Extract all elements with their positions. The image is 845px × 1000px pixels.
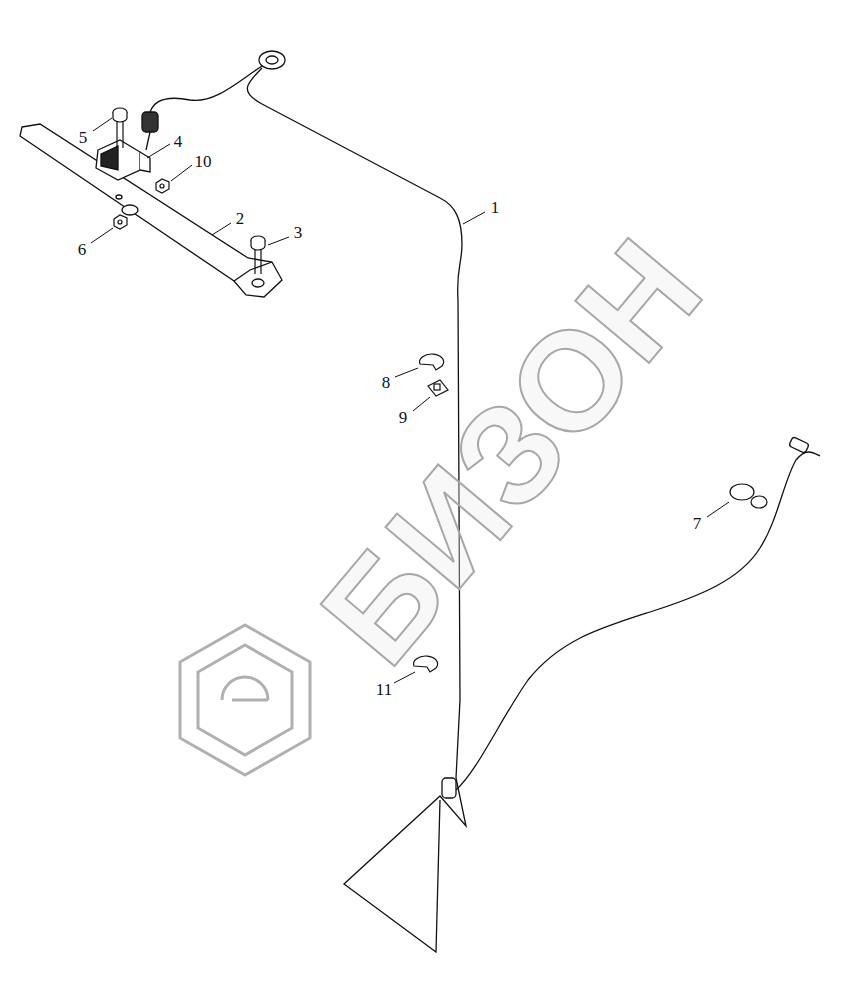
- fasteners: [113, 108, 265, 274]
- callout-number: 5: [79, 129, 88, 146]
- callout-number: 3: [294, 224, 303, 241]
- watermark: БИЗОН: [299, 217, 726, 688]
- callout-number: 1: [491, 199, 500, 216]
- callout-number: 2: [236, 210, 245, 227]
- callout-number: 7: [693, 515, 702, 532]
- callout-number: 11: [376, 681, 392, 698]
- callout-number: 8: [382, 374, 391, 391]
- callout-number: 9: [399, 409, 408, 426]
- callout-number: 6: [78, 241, 87, 258]
- callout-number: 4: [174, 133, 183, 150]
- callout-number: 10: [195, 153, 212, 170]
- watermark-logo: [180, 625, 310, 775]
- bracket: [20, 124, 282, 297]
- cable: [150, 51, 820, 952]
